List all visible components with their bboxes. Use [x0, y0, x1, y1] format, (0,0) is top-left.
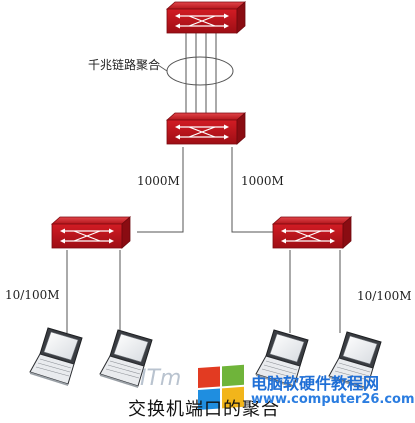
laptop-1-icon: [29, 327, 83, 387]
core-switch-top-icon: [166, 1, 246, 34]
access-left-bandwidth-label: 10/100M: [5, 288, 60, 302]
access-right-bandwidth-label: 10/100M: [357, 289, 412, 303]
watermark-partial-text: ITm: [140, 366, 182, 391]
aggregation-ellipse: [166, 56, 234, 86]
watermark-url: www.computer26.com: [251, 392, 415, 407]
uplink-right-bandwidth-label: 1000M: [241, 174, 284, 188]
watermark-site-name: 电脑软硬件教程网: [251, 374, 380, 393]
access-switch-right-icon: [272, 216, 352, 249]
connections: [66, 33, 341, 333]
distribution-switch-icon: [166, 112, 246, 145]
diagram-caption: 交换机端口的聚合: [128, 399, 280, 420]
aggregation-label: 千兆链路聚合: [88, 58, 161, 72]
access-switch-left-icon: [51, 216, 131, 249]
windows-logo-icon: [198, 364, 244, 410]
network-diagram: [29, 1, 382, 410]
uplink-left-bandwidth-label: 1000M: [137, 174, 180, 188]
